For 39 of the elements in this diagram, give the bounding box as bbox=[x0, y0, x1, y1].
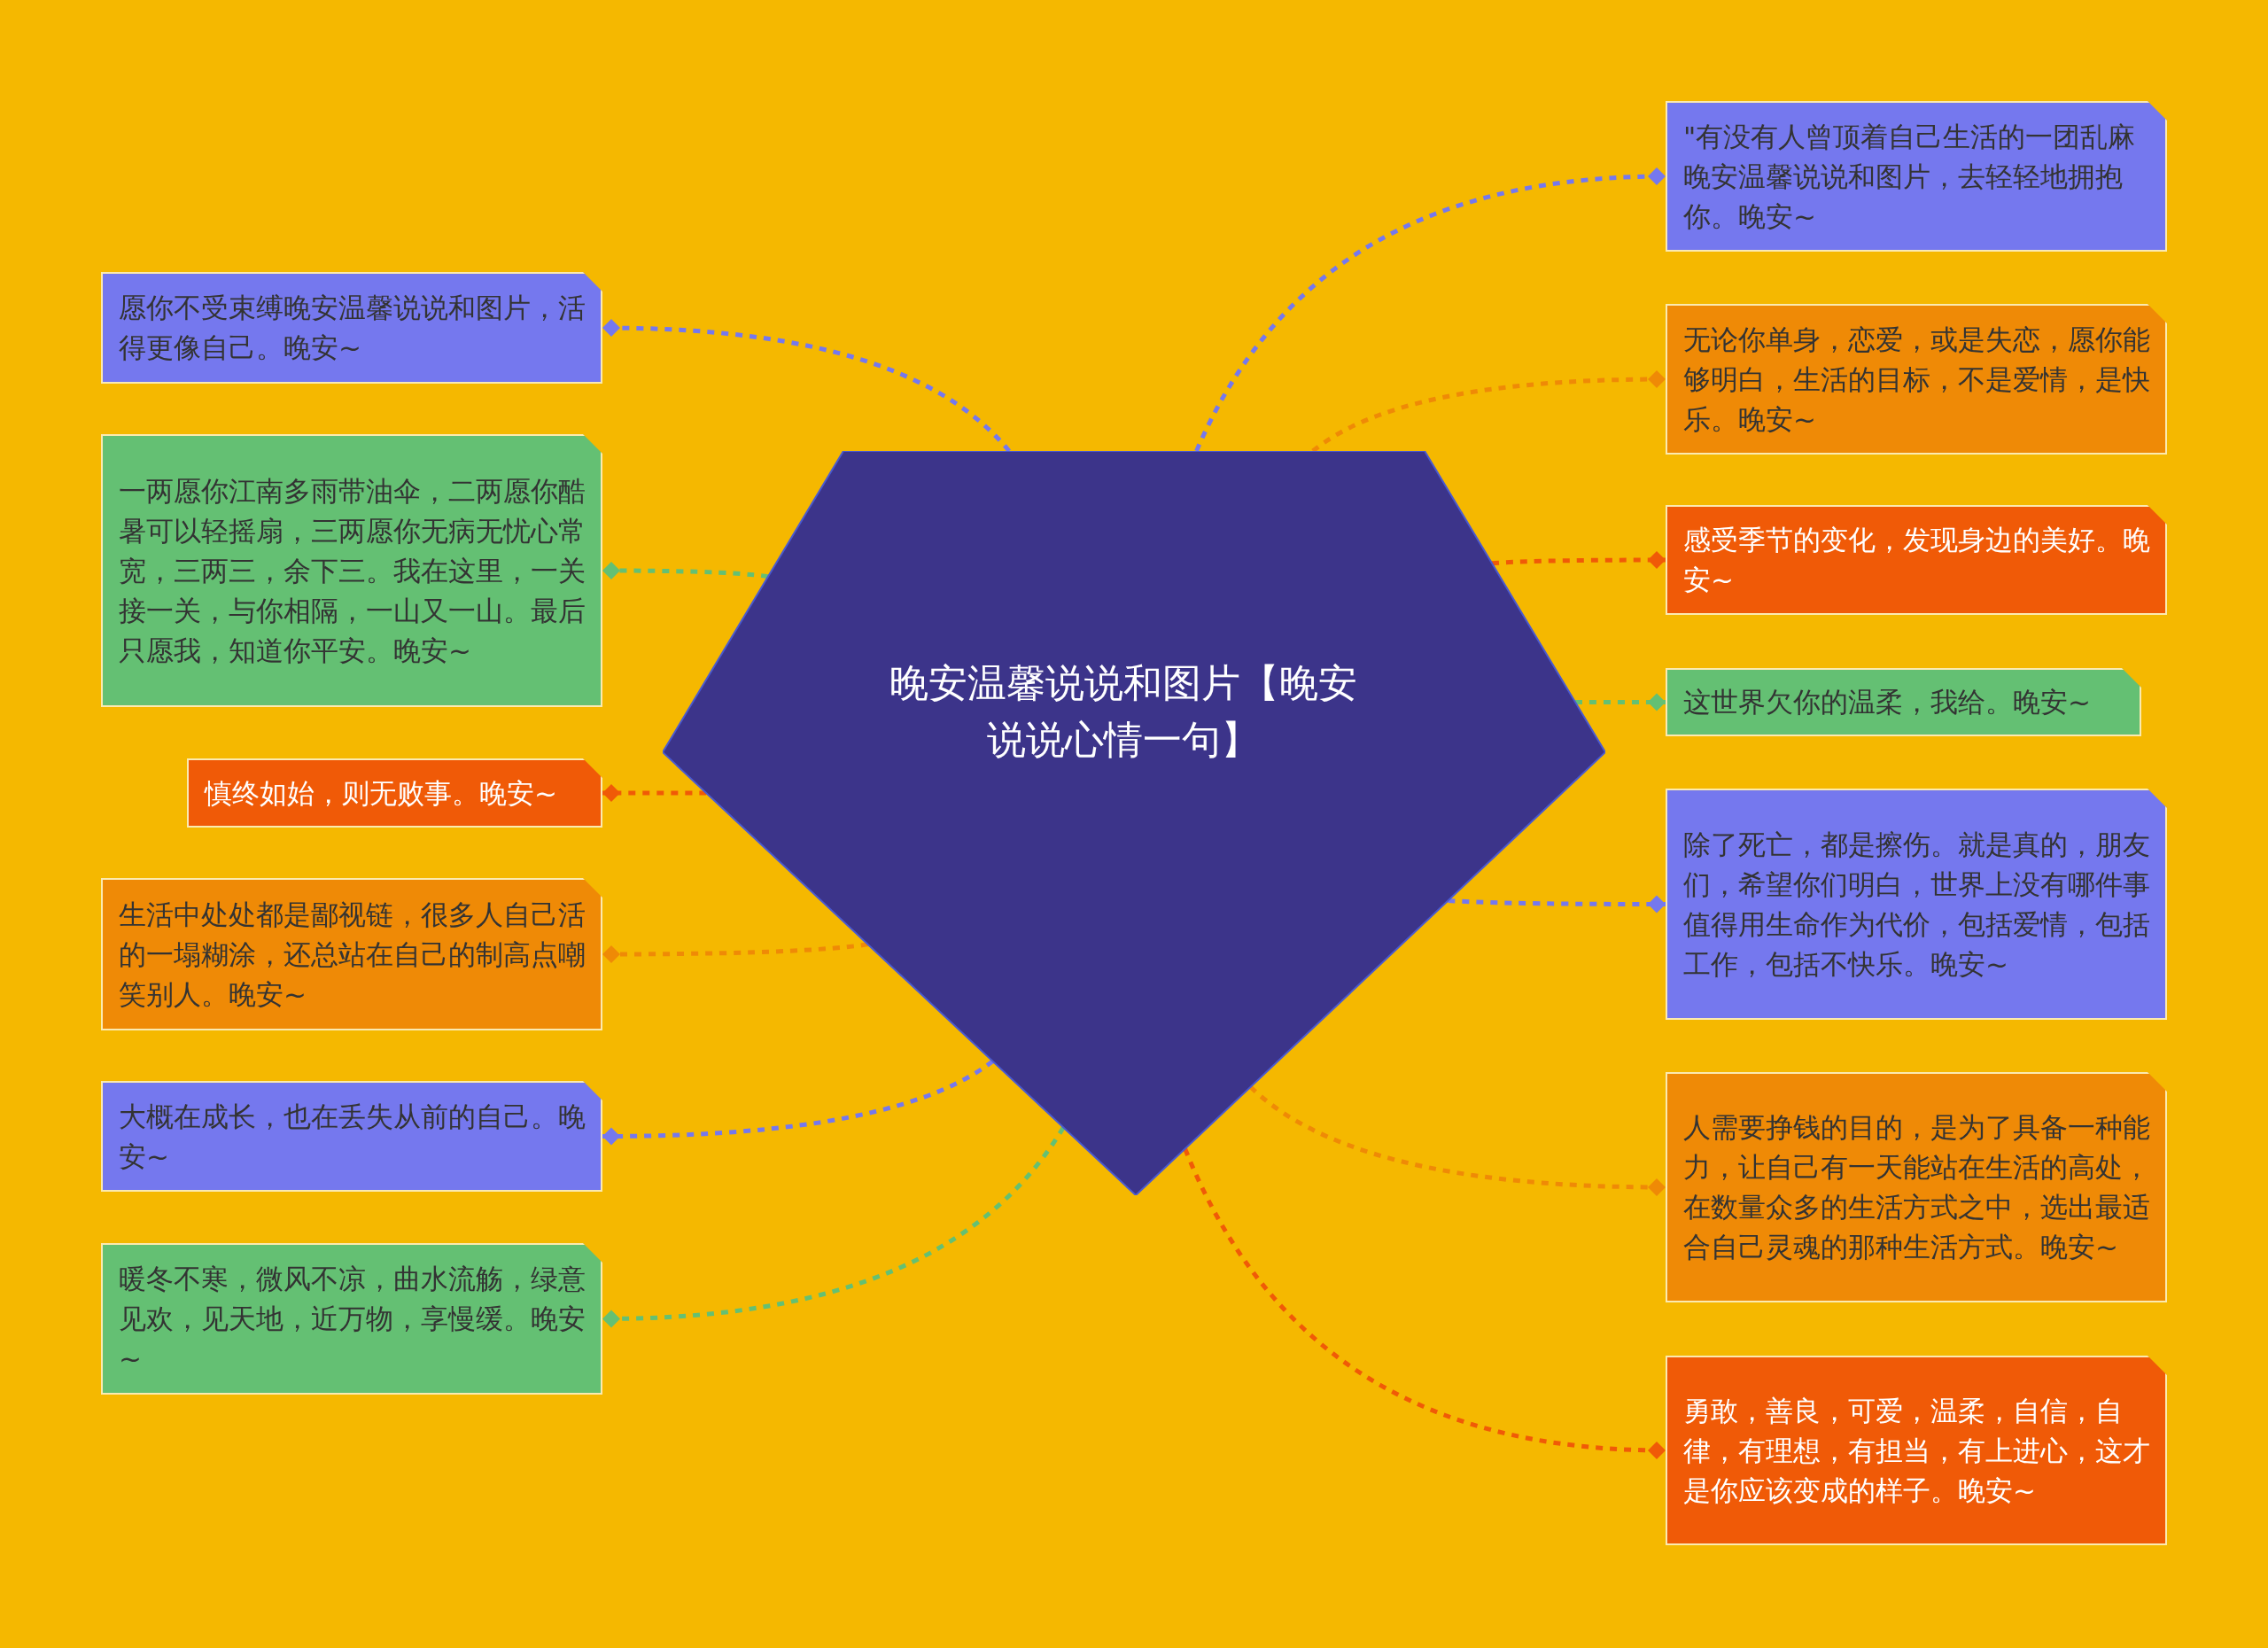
topic-text: 感受季节的变化，发现身边的美好。晚安~ bbox=[1683, 523, 2151, 597]
topic-text: 愿你不受束缚晚安温馨说说和图片，活得更像自己。晚安~ bbox=[119, 291, 586, 365]
dashed-connector bbox=[1248, 1084, 1666, 1196]
topic-box bbox=[101, 1243, 602, 1395]
topic-box bbox=[1666, 1356, 2167, 1545]
topic-text: "有没有人曾顶着自己生活的一团乱麻晚安温馨说说和图片，去轻轻地拥抱你。晚安~ bbox=[1683, 119, 2137, 234]
dashed-connector bbox=[602, 1126, 1066, 1328]
topic-text: 慎终如始，则无败事。晚安~ bbox=[205, 775, 557, 811]
dashed-connector bbox=[1194, 167, 1666, 453]
topic-box bbox=[1666, 101, 2167, 252]
topic-box bbox=[1666, 505, 2167, 615]
topic-text: 大概在成长，也在丢失从前的自己。晚安~ bbox=[119, 1099, 586, 1174]
topic-text: 无论你单身，恋爱，或是失恋，愿你能够明白，生活的目标，不是爱情，是快乐。晚安~ bbox=[1683, 322, 2151, 437]
dashed-connector bbox=[602, 942, 868, 963]
dashed-connector bbox=[1448, 895, 1666, 913]
topic-text: 暖冬不寒，微风不凉，曲水流觞，绿意见欢，见天地，近万物，享慢缓。晚安~ bbox=[119, 1262, 586, 1376]
topic-text: 除了死亡，都是擦伤。就是真的，朋友们，希望你们明白，世界上没有哪件事值得用生命作为代价，包括爱情，包括工作，包括不快乐。晚安~ bbox=[1683, 827, 2151, 982]
topic-box bbox=[101, 272, 602, 384]
topic-box bbox=[187, 758, 602, 828]
topic-box bbox=[101, 878, 602, 1030]
topic-box bbox=[1666, 789, 2167, 1020]
topic-box bbox=[101, 434, 602, 707]
topic-text: 一两愿你江南多雨带油伞，二两愿你酷暑可以轻摇扇，三两愿你无病无忧心常宽，三两三，余下三。我在这里，一关接一关，与你相隔，一山又一山。最后只愿我，知道你平安。晚安~ bbox=[119, 473, 586, 668]
topic-text: 勇敢，善良，可爱，温柔，自信，自律，有理想，有担当，有上进心，这才是你应该变成的样子。晚安~ bbox=[1683, 1393, 2151, 1508]
dashed-connector bbox=[602, 784, 707, 802]
dashed-connector bbox=[602, 1059, 994, 1146]
central-topic-text: 晚安温馨说说和图片【晚安说说心情一句】 bbox=[889, 659, 1358, 764]
dashed-connector bbox=[1575, 693, 1666, 711]
topic-text: 人需要挣钱的目的，是为了具备一种能力，让自己有一天能站在生活的高处，在数量众多的生活方式之中，选出最适合自己灵魂的那种生活方式。晚安~ bbox=[1683, 1110, 2151, 1264]
dashed-connector bbox=[1183, 1147, 1666, 1459]
topic-box bbox=[1666, 668, 2141, 736]
topic-box bbox=[101, 1081, 602, 1192]
dashed-connector bbox=[1491, 551, 1666, 569]
topic-text: 这世界欠你的温柔，我给。晚安~ bbox=[1683, 685, 2091, 719]
topic-box bbox=[1666, 304, 2167, 455]
dashed-connector bbox=[602, 562, 769, 579]
topic-text: 生活中处处都是鄙视链，很多人自己活的一塌糊涂，还总站在自己的制高点嘲笑别人。晚安~ bbox=[119, 897, 586, 1012]
dashed-connector bbox=[602, 319, 1011, 453]
topic-box bbox=[1666, 1072, 2167, 1302]
